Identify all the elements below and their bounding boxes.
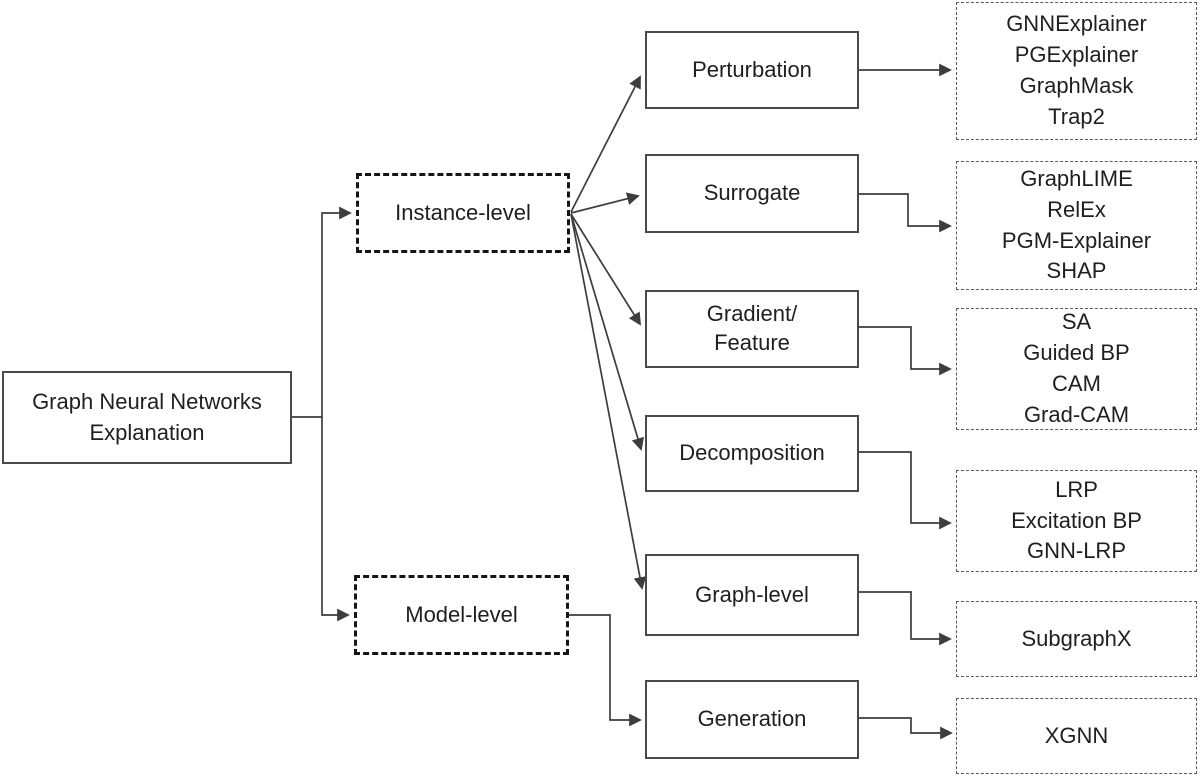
- node-label: Surrogate: [703, 180, 801, 206]
- node-label: Instance-level: [395, 199, 531, 225]
- edge-gradient-methods: [859, 326, 952, 376]
- node-label-line: Trap2: [1048, 103, 1105, 129]
- node-generation-methods: XGNN: [956, 698, 1197, 774]
- node-label: Graph-level: [695, 581, 809, 607]
- node-label-line: GNNExplainer: [1006, 11, 1147, 37]
- edge-root-instance-level: [292, 206, 352, 418]
- node-label-line: RelEx: [1047, 196, 1106, 222]
- node-label-line: CAM: [1052, 371, 1101, 396]
- node-perturbation: Perturbation: [645, 31, 859, 109]
- edge-decomposition-methods: [859, 451, 952, 530]
- node-label-line: Guided BP: [1023, 340, 1130, 366]
- node-label-line: Feature: [714, 330, 790, 355]
- node-label-line: SHAP: [1046, 258, 1107, 284]
- node-surrogate: Surrogate: [645, 154, 859, 233]
- edge-root-model-level: [321, 417, 350, 622]
- node-graph-level-methods: SubgraphX: [956, 601, 1197, 677]
- edge-instance-surrogate: [570, 192, 640, 214]
- node-label-line: Graph Neural Networks: [32, 388, 262, 414]
- node-gradient-methods: SA Guided BP CAM Grad-CAM: [956, 308, 1197, 430]
- node-label-line: GraphMask: [1019, 73, 1134, 98]
- node-label: Perturbation: [692, 56, 812, 82]
- node-label: Decomposition: [679, 440, 825, 466]
- edge-generation-methods: [859, 717, 953, 740]
- node-label-line: Explanation: [89, 419, 205, 445]
- node-graph-level: Graph-level: [645, 554, 859, 636]
- node-decomposition: Decomposition: [645, 415, 859, 492]
- edge-graph-level-methods: [859, 591, 952, 646]
- node-gradient-feature: Gradient/Feature: [645, 290, 859, 368]
- edge-surrogate-methods: [859, 193, 952, 233]
- node-label-line: SubgraphX: [1021, 625, 1132, 651]
- node-label-line: SA: [1061, 309, 1092, 335]
- edge-model-generation: [569, 614, 642, 727]
- node-generation: Generation: [645, 680, 859, 759]
- node-label-line: PGM-Explainer: [1001, 227, 1152, 253]
- node-label-line: LRP: [1055, 476, 1098, 502]
- edge-instance-gradient-feature: [570, 213, 642, 326]
- node-label-line: GNN-LRP: [1026, 538, 1126, 564]
- edge-instance-perturbation: [570, 75, 641, 213]
- node-label-line: GraphLIME: [1020, 165, 1133, 191]
- node-decomposition-methods: LRP Excitation BP GNN-LRP: [956, 470, 1197, 572]
- node-label-line: XGNN: [1044, 722, 1109, 748]
- node-label-line: Excitation BP: [1011, 507, 1142, 533]
- node-label-line: PGExplainer: [1014, 42, 1139, 68]
- node-model-level: Model-level: [354, 575, 569, 655]
- node-label-line: Gradient/: [706, 301, 798, 327]
- node-label: Model-level: [405, 601, 518, 627]
- edge-instance-decomposition: [570, 213, 645, 451]
- node-label: Generation: [697, 706, 807, 732]
- edge-instance-graph-level: [570, 213, 647, 590]
- node-label-line: Grad-CAM: [1023, 401, 1130, 427]
- node-instance-level: Instance-level: [356, 173, 570, 253]
